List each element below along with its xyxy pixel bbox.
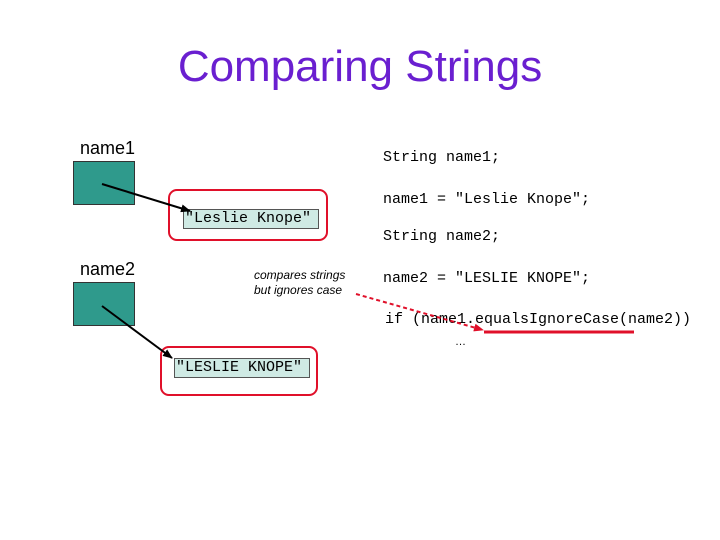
variable-box-name1 xyxy=(73,161,135,205)
annotation-line-2: but ignores case xyxy=(254,283,343,297)
highlight-ring-object1 xyxy=(168,189,328,241)
code-line-2: name1 = "Leslie Knope"; xyxy=(383,191,591,208)
annotation-line-1: compares strings xyxy=(254,268,346,282)
variable-box-name2 xyxy=(73,282,135,326)
slide-title: Comparing Strings xyxy=(177,42,543,91)
code-ellipsis: … xyxy=(455,336,466,348)
code-line-1: String name1; xyxy=(383,149,501,166)
annotation-note: compares strings but ignores case xyxy=(254,268,345,298)
code-line-3: String name2; xyxy=(383,228,501,245)
string-object-leslie-knope: "Leslie Knope" xyxy=(183,209,319,229)
variable-label-name1: name1 xyxy=(80,138,136,158)
code-line-4: name2 = "LESLIE KNOPE"; xyxy=(383,270,591,287)
variable-label-name2: name2 xyxy=(80,259,136,279)
string-object-leslie-knope-upper: "LESLIE KNOPE" xyxy=(174,358,310,378)
reference-arrow-name2 xyxy=(101,305,173,359)
reference-arrow-name1 xyxy=(101,183,191,213)
highlight-ring-object2 xyxy=(160,346,318,396)
annotation-dashed-arrow xyxy=(355,293,484,332)
